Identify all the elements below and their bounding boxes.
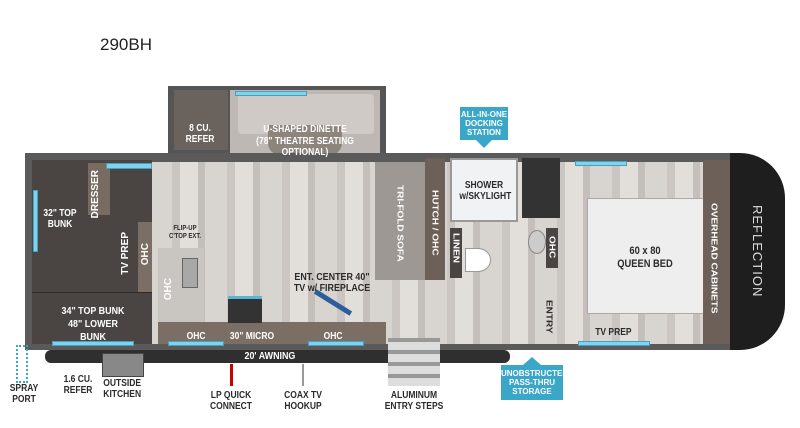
ohc-kitchen-side-label: OHC [163,278,174,301]
ohc-bunk-label: OHC [140,243,151,266]
linen [450,228,462,278]
window [106,163,152,169]
hutch-label: HUTCH / OHC [429,190,440,256]
awning-label: 20' AWNING [244,350,296,362]
micro-label: 30" MICRO [229,331,275,342]
docking-station-badge: ALL-IN-ONE DOCKING STATION [460,107,508,140]
dinette-label: U-SHAPED DINETTE [263,124,347,135]
refer-label: 8 CU. REFER [185,123,215,145]
spray-port-label: SPRAY PORT [9,383,39,405]
tv-prep-wall [138,222,152,292]
lp-quick-connect-label: LP QUICK CONNECT [209,390,253,412]
bed [587,198,704,314]
window [308,341,364,346]
entry-label: ENTRY [543,300,554,334]
refer-area [174,90,228,150]
stove-icon [228,296,262,323]
sink-icon [182,258,198,288]
closet [522,158,560,218]
kitchen-counter-bottom [158,322,386,344]
spray-hose-icon [16,345,28,383]
brand-logo: REFLECTION [750,205,765,298]
ohc-kitchen-bottom-label: OHC [186,331,206,342]
hutch [425,158,445,280]
dresser-label: DRESSER [90,170,101,219]
window [575,161,627,166]
tv-prep-bed-label: TV PREP [595,327,632,338]
toilet-icon [465,248,491,272]
top-bunk-32-label: 32" TOP BUNK [43,208,77,230]
flip-up-label: FLIP-UP C'TOP EXT. [169,225,201,240]
dresser [88,163,110,215]
sofa-label: TRI-FOLD SOFA [394,185,405,262]
tri-fold-sofa [375,162,425,280]
bunks-label: 34" TOP BUNK 48" LOWER BUNK [61,305,125,343]
entry-steps-label: ALUMINUM ENTRY STEPS [384,390,444,412]
badge-pointer [476,140,492,148]
bed-label: 60 x 80 QUEEN BED [617,245,673,270]
outside-refer-label: 1.6 CU. REFER [63,374,93,396]
badge-pointer [523,357,541,365]
ent-center-label: ENT. CENTER 40" TV w/ FIREPLACE [293,271,371,294]
window [33,190,38,252]
ohc-bath-label: OHC [546,236,557,259]
pass-thru-storage-badge: UNOBSTRUCTED PASS-THRU STORAGE [501,365,568,400]
entry-steps-icon [388,338,440,386]
front-cap [730,153,785,350]
window [578,341,650,346]
window [52,341,134,346]
shower-label: SHOWER w/SKYLIGHT [459,180,512,202]
storage-bar [440,350,510,363]
dinette-table [268,125,342,155]
linen-label: LINEN [450,233,461,263]
tv-prep-bunk-label: TV PREP [120,232,131,275]
outside-kitchen-label: OUTSIDE KITCHEN [103,378,142,400]
lp-connector-icon [230,364,233,386]
bunk-divider [32,292,152,293]
shower [450,158,518,222]
window [235,91,307,96]
floorplan-title: 290BH [100,35,152,54]
coax-connector-icon [302,364,304,386]
bath-sink-icon [528,230,546,254]
dinette-note: (78" THEATRE SEATING OPTIONAL) [256,136,354,158]
overhead-cabinets-label: OVERHEAD CABINETS [708,203,719,314]
overhead-cabinets [703,160,730,344]
outside-kitchen-icon [102,353,144,377]
ohc-ent-label: OHC [323,331,343,342]
window [168,341,224,346]
ohc-bath [546,228,558,268]
coax-label: COAX TV HOOKUP [284,390,322,412]
